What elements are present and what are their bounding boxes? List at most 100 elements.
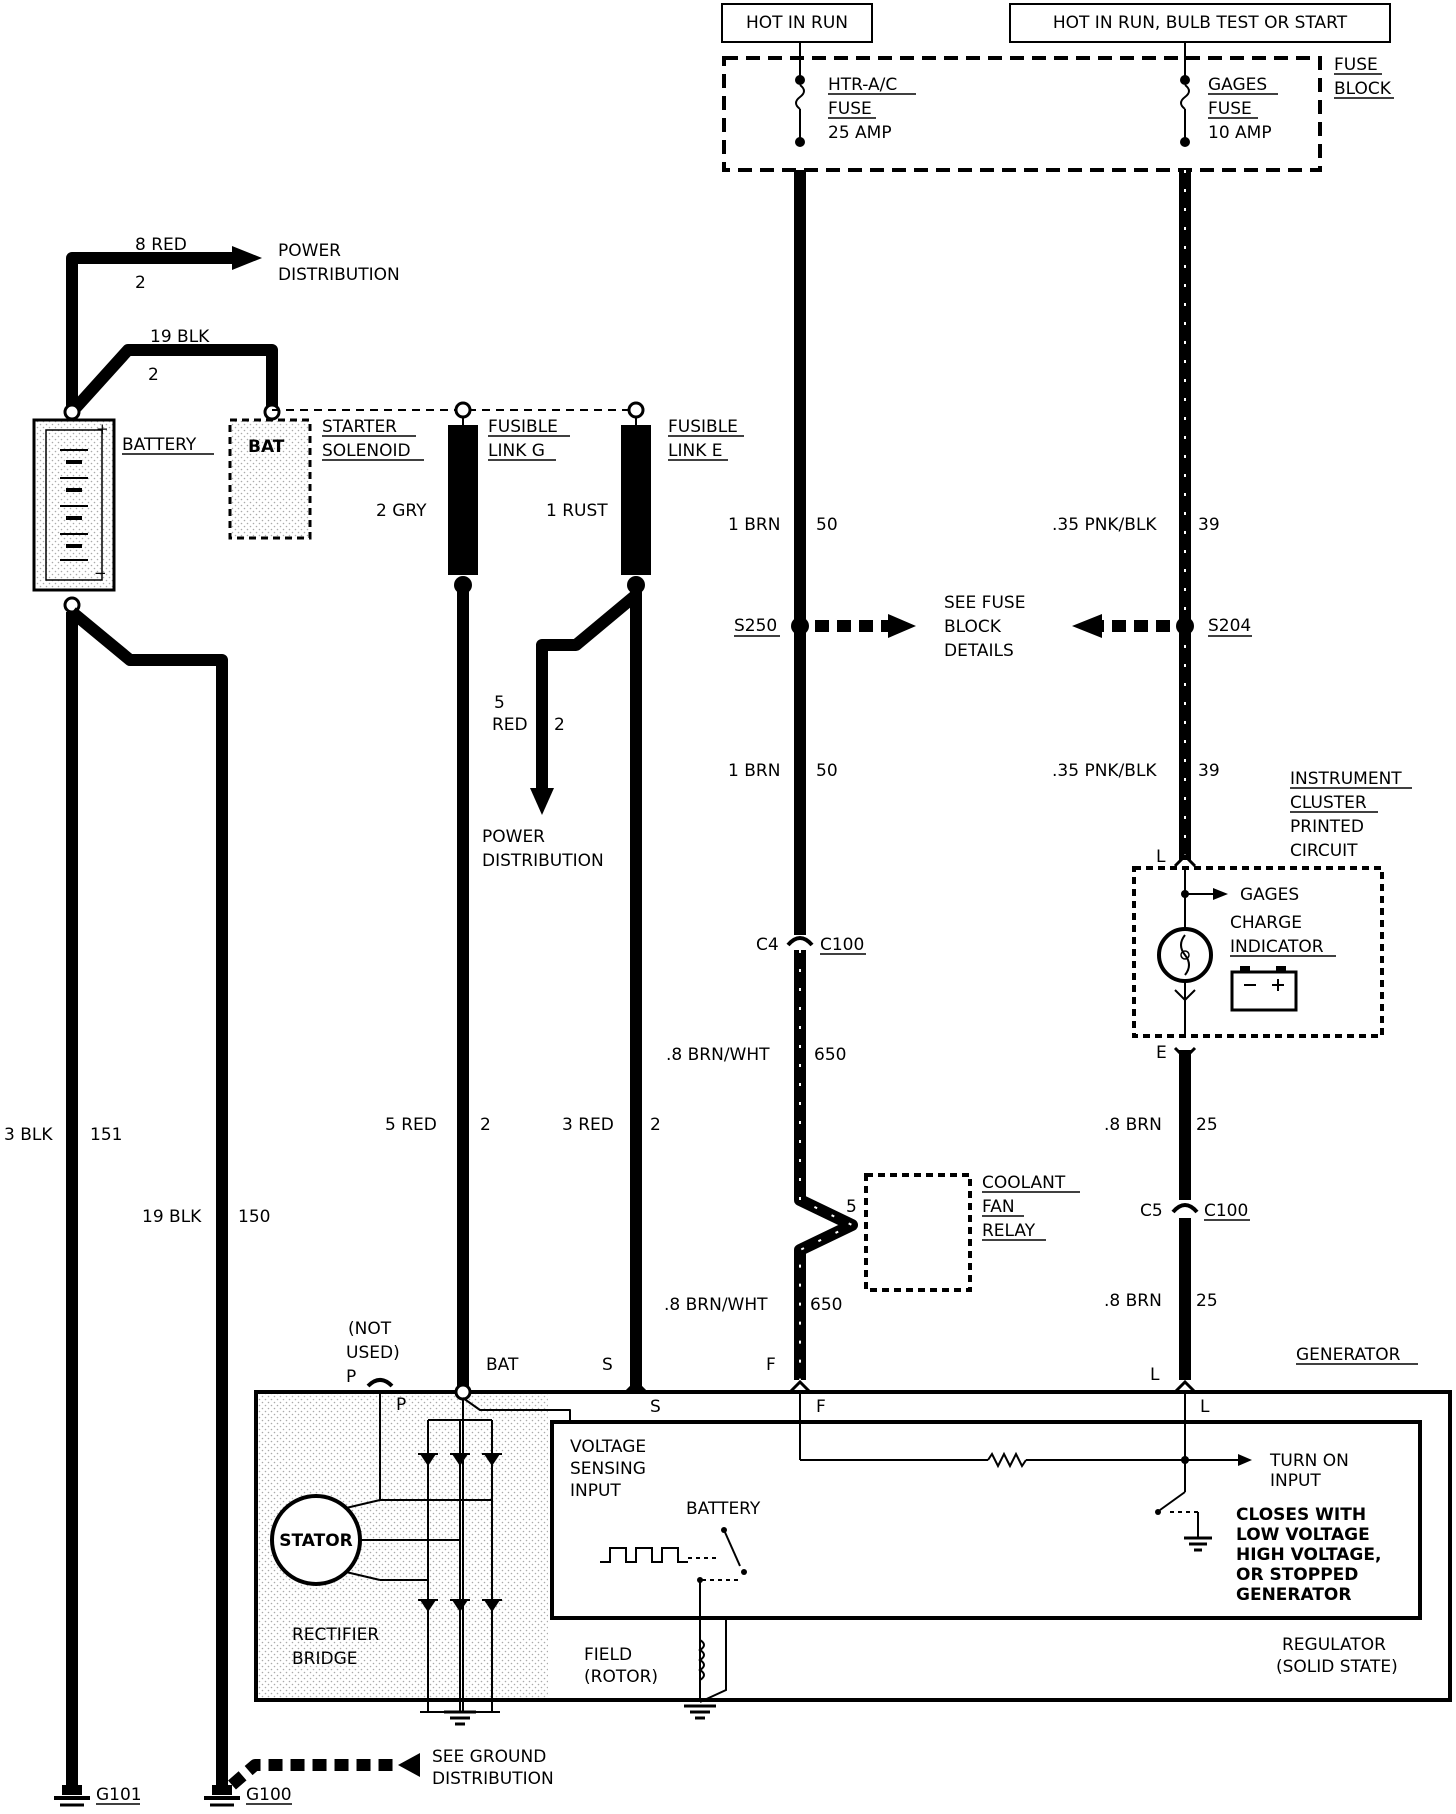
battery-plus-icon: + bbox=[96, 420, 109, 438]
htr-fuse-label-1: HTR-A/C bbox=[828, 75, 897, 95]
power-dist-mid-circuit: 2 bbox=[554, 715, 565, 735]
battery-label: BATTERY bbox=[122, 435, 197, 455]
wire-19blk-top-label: 19 BLK bbox=[150, 327, 210, 347]
see-fuse-label-1: SEE FUSE bbox=[944, 593, 1025, 613]
wire-brnwht-b-label: .8 BRN/WHT bbox=[664, 1295, 768, 1315]
wire-8brn-a-circuit: 25 bbox=[1196, 1115, 1218, 1135]
charge-indicator-bulb-icon bbox=[1157, 927, 1213, 983]
regulator-battery-label: BATTERY bbox=[686, 1499, 761, 1519]
power-dist-top-label-1: POWER bbox=[278, 241, 341, 261]
starter-label-2: SOLENOID bbox=[322, 441, 411, 461]
wire-19blk-bot-circuit: 150 bbox=[238, 1207, 270, 1227]
hot-in-run-bulb-test-label: HOT IN RUN, BULB TEST OR START bbox=[1053, 13, 1348, 33]
charge-label-1: CHARGE bbox=[1230, 913, 1302, 933]
wire-1brn-a-label: 1 BRN bbox=[728, 515, 780, 535]
pin-l-inner: L bbox=[1200, 1397, 1210, 1417]
wire-1rust-label: 1 RUST bbox=[546, 501, 608, 521]
pin-bat-label: BAT bbox=[486, 1355, 519, 1375]
field-label-1: FIELD bbox=[584, 1645, 632, 1665]
regulator-label-2: (SOLID STATE) bbox=[1276, 1657, 1398, 1677]
wire-brnwht-b-circuit: 650 bbox=[810, 1295, 842, 1315]
pin-l-outer: L bbox=[1150, 1365, 1160, 1385]
fusible-link-g: FUSIBLE LINK G 2 GRY bbox=[376, 401, 570, 1392]
turn-on-label-1: TURN ON bbox=[1269, 1451, 1349, 1471]
voltage-sensing-label-1: VOLTAGE bbox=[570, 1437, 646, 1457]
wire-1brn-b-label: 1 BRN bbox=[728, 761, 780, 781]
not-used-label-1: (NOT bbox=[348, 1319, 392, 1339]
regulator-label-1: REGULATOR bbox=[1282, 1635, 1386, 1655]
not-used-label-2: USED) bbox=[346, 1343, 400, 1363]
rectifier-bridge-icon bbox=[380, 1419, 502, 1713]
battery-power-feed: 8 RED 2 POWER DISTRIBUTION 19 BLK 2 bbox=[66, 235, 400, 417]
fuse-block-label-1: FUSE bbox=[1334, 55, 1378, 75]
ground-g100: G100 SEE GROUND DISTRIBUTION bbox=[204, 1747, 554, 1807]
fuse-block: FUSE BLOCK HTR-A/C FUSE 25 AMP GAGES FUS… bbox=[722, 42, 1394, 172]
wire-5red-label: 5 RED bbox=[385, 1115, 437, 1135]
hot-in-run-box: HOT IN RUN bbox=[721, 3, 873, 43]
pin-s-inner: S bbox=[650, 1397, 661, 1417]
gages-fuse-label-2: FUSE bbox=[1208, 99, 1252, 119]
coolant-label-1: COOLANT bbox=[982, 1173, 1066, 1193]
s204-label: S204 bbox=[1208, 616, 1251, 636]
closes-label-3: HIGH VOLTAGE, bbox=[1236, 1545, 1381, 1565]
closes-label-1: CLOSES WITH bbox=[1236, 1505, 1366, 1525]
c100-a-label: C100 bbox=[820, 935, 864, 955]
charge-label-2: INDICATOR bbox=[1230, 937, 1324, 957]
rectifier-label-1: RECTIFIER bbox=[292, 1625, 379, 1645]
wire-2gry-label: 2 GRY bbox=[376, 501, 427, 521]
battery-minus-icon: − bbox=[94, 564, 107, 582]
fusible-link-e: FUSIBLE LINK E 1 RUST 5 RED 2 POWER DIST… bbox=[482, 401, 744, 1392]
wire-8brn-a-label: .8 BRN bbox=[1104, 1115, 1162, 1135]
wire-8brn-b-label: .8 BRN bbox=[1104, 1291, 1162, 1311]
closes-label-4: OR STOPPED bbox=[1236, 1565, 1358, 1585]
pin-s-outer: S bbox=[602, 1355, 613, 1375]
battery-cell-icon bbox=[60, 449, 88, 561]
generator: GENERATOR (NOT USED) P P BAT S S F F L L bbox=[254, 1319, 1452, 1726]
wire-3red-circuit: 2 bbox=[650, 1115, 661, 1135]
turn-on-label-2: INPUT bbox=[1270, 1471, 1321, 1491]
power-dist-top-label-2: DISTRIBUTION bbox=[278, 265, 400, 285]
fusible-g-label-2: LINK G bbox=[488, 441, 545, 461]
lamp-driver-switch-icon bbox=[1155, 1460, 1212, 1552]
c100-b-label: C100 bbox=[1204, 1201, 1248, 1221]
closes-label-2: LOW VOLTAGE bbox=[1236, 1525, 1370, 1545]
coolant-label-3: RELAY bbox=[982, 1221, 1036, 1241]
starter-label-1: STARTER bbox=[322, 417, 397, 437]
field-circuit-wire: 1 BRN 50 S250 1 BRN 50 C4 C100 .8 BRN/WH… bbox=[664, 170, 916, 1380]
battery-symbol-icon bbox=[1230, 966, 1298, 1012]
hot-in-run-label: HOT IN RUN bbox=[746, 13, 848, 33]
c4-label: C4 bbox=[756, 935, 779, 955]
starter-bat-label: BAT bbox=[248, 437, 285, 457]
rectifier-label-2: BRIDGE bbox=[292, 1649, 358, 1669]
see-fuse-label-2: BLOCK bbox=[944, 617, 1002, 637]
see-fuse-block-details: SEE FUSE BLOCK DETAILS bbox=[944, 593, 1025, 661]
see-ground-label-2: DISTRIBUTION bbox=[432, 1769, 554, 1789]
coolant-label-2: FAN bbox=[982, 1197, 1015, 1217]
instrument-pin-l: L bbox=[1156, 847, 1166, 867]
wire-pnk-b-label: .35 PNK/BLK bbox=[1052, 761, 1157, 781]
g100-label: G100 bbox=[246, 1785, 292, 1805]
instrument-cluster: INSTRUMENT CLUSTER PRINTED CIRCUIT GAGES… bbox=[1132, 769, 1412, 1038]
closes-label-5: GENERATOR bbox=[1236, 1585, 1351, 1605]
hot-in-run-bulb-test-box: HOT IN RUN, BULB TEST OR START bbox=[1009, 3, 1391, 43]
pin-f-inner: F bbox=[816, 1397, 826, 1417]
fusible-e-label-2: LINK E bbox=[668, 441, 723, 461]
wire-1brn-a-circuit: 50 bbox=[816, 515, 838, 535]
voltage-sensing-label-3: INPUT bbox=[570, 1481, 621, 1501]
see-ground-label-1: SEE GROUND bbox=[432, 1747, 546, 1767]
instrument-label-4: CIRCUIT bbox=[1290, 841, 1358, 861]
ground-g101: G101 bbox=[54, 1785, 142, 1807]
instrument-label-1: INSTRUMENT bbox=[1290, 769, 1402, 789]
battery: + − BATTERY bbox=[32, 403, 214, 614]
fuse-block-label-2: BLOCK bbox=[1334, 79, 1392, 99]
generator-label: GENERATOR bbox=[1296, 1345, 1401, 1365]
wire-pnk-a-circuit: 39 bbox=[1198, 515, 1220, 535]
power-dist-mid-label-1: POWER bbox=[482, 827, 545, 847]
field-rotor-coil-icon bbox=[684, 1618, 727, 1720]
gages-fuse-label-3: 10 AMP bbox=[1208, 123, 1272, 143]
battery-ground-wires: 3 BLK 151 19 BLK 150 5 RED 2 3 RED 2 bbox=[4, 607, 661, 1785]
power-dist-mid-wire: 5 bbox=[494, 693, 505, 713]
indicator-circuit-wire: .35 PNK/BLK 39 S204 .35 PNK/BLK 39 L E .… bbox=[1052, 170, 1252, 1380]
wire-8brn-b-circuit: 25 bbox=[1196, 1291, 1218, 1311]
